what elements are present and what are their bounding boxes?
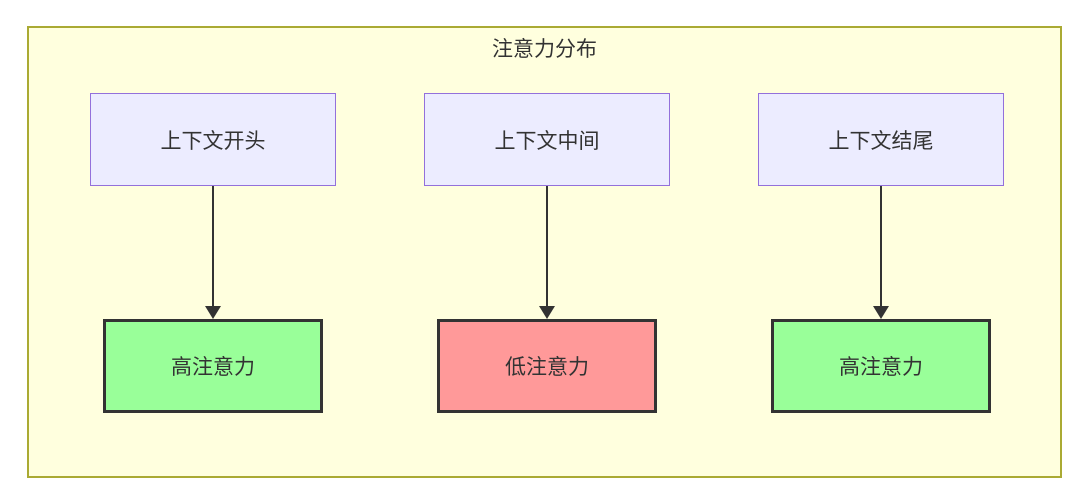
arrow-line — [546, 186, 548, 306]
arrow-connector — [539, 186, 555, 319]
node-high-attention-start: 高注意力 — [103, 319, 323, 413]
arrow-down-icon — [205, 306, 221, 319]
node-context-end: 上下文结尾 — [758, 93, 1004, 186]
arrow-connector — [873, 186, 889, 319]
node-context-start: 上下文开头 — [90, 93, 336, 186]
arrow-down-icon — [539, 306, 555, 319]
column-context-end: 上下文结尾 高注意力 — [758, 93, 1004, 413]
node-context-middle: 上下文中间 — [424, 93, 670, 186]
column-context-start: 上下文开头 高注意力 — [90, 93, 336, 413]
cluster-title: 注意力分布 — [492, 38, 597, 61]
arrow-connector — [205, 186, 221, 319]
column-context-middle: 上下文中间 低注意力 — [424, 93, 670, 413]
node-high-attention-end: 高注意力 — [771, 319, 991, 413]
arrow-down-icon — [873, 306, 889, 319]
arrow-line — [212, 186, 214, 306]
node-low-attention-middle: 低注意力 — [437, 319, 657, 413]
arrow-line — [880, 186, 882, 306]
